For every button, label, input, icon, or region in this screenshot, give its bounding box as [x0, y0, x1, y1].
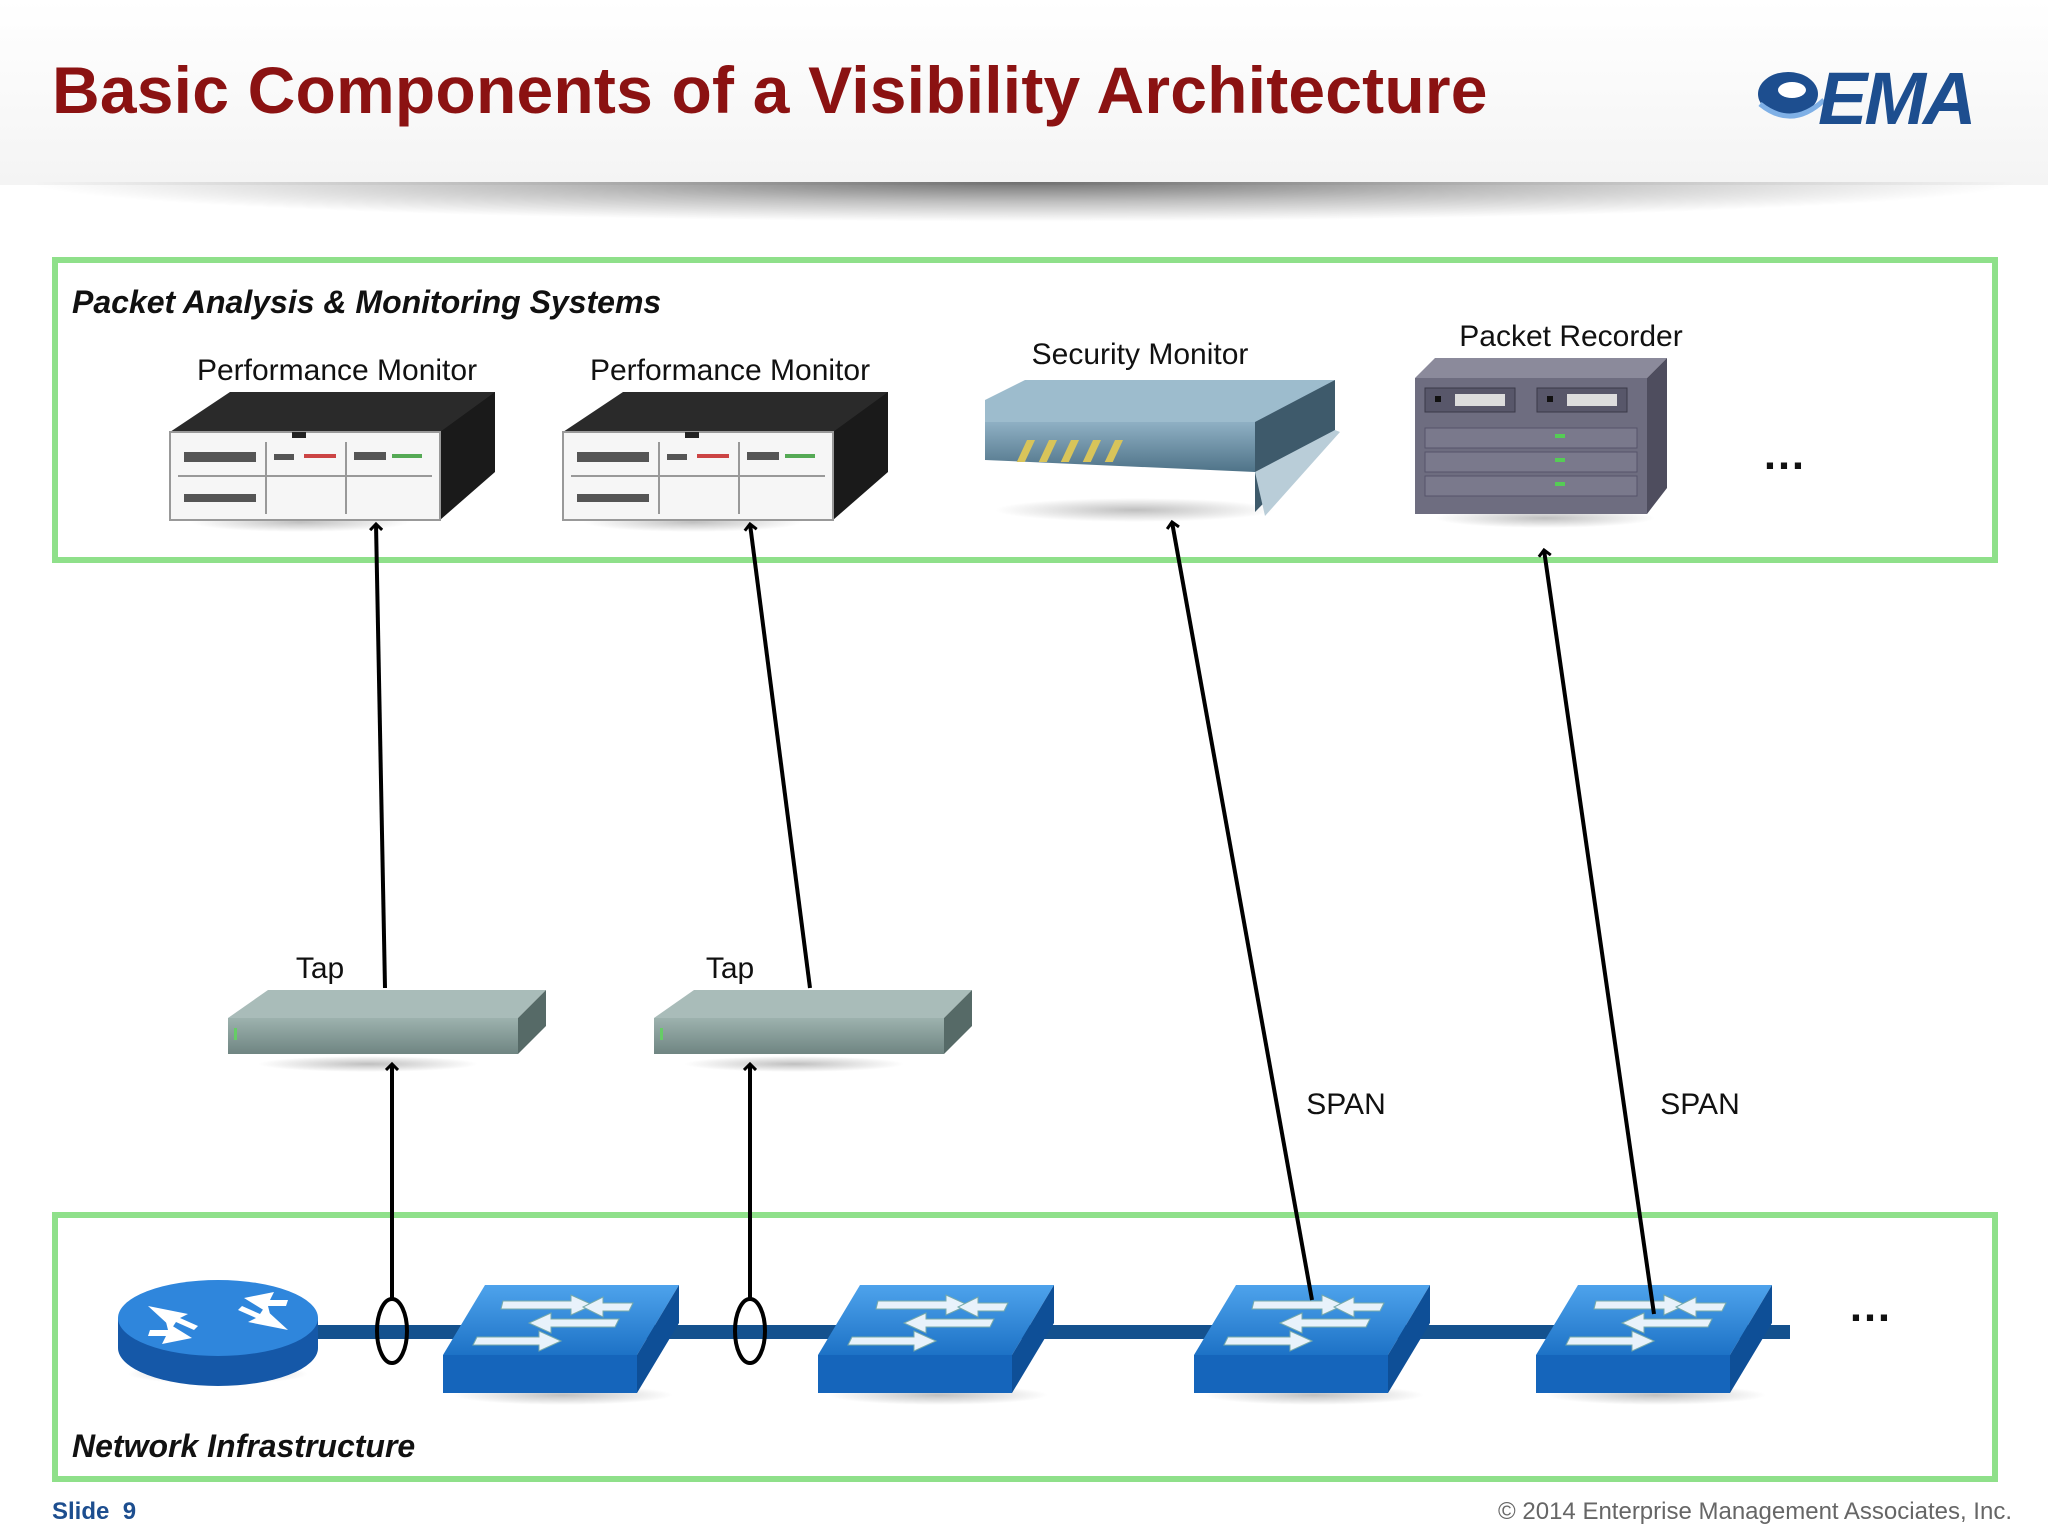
switch-4-icon — [1536, 1285, 1772, 1405]
slide-title: Basic Components of a Visibility Archite… — [52, 53, 1488, 127]
switch-2-icon — [818, 1285, 1054, 1405]
router-icon — [118, 1280, 318, 1386]
device-label-performance-monitor-2: Performance Monitor — [589, 354, 871, 387]
ema-logo: EMA — [1752, 54, 2004, 144]
slide-number: Slide 9 — [52, 1498, 136, 1526]
logo-text: EMA — [1818, 57, 1976, 140]
tap-label-2: Tap — [705, 952, 755, 985]
network-group-label: Network Infrastructure — [72, 1428, 416, 1464]
arrow-tap-1-to-performance-monitor-1 — [376, 524, 387, 989]
ema-swoosh-icon — [1758, 72, 1826, 119]
device-label-packet-recorder: Packet Recorder — [1459, 320, 1683, 353]
header-band — [0, 0, 2048, 185]
copyright-notice: © 2014 Enterprise Management Associates,… — [1498, 1498, 2012, 1525]
switch-3-icon — [1194, 1285, 1430, 1405]
slide-number-value: 9 — [122, 1498, 137, 1525]
span-label-1: SPAN — [1306, 1088, 1386, 1121]
span-label-2: SPAN — [1660, 1088, 1740, 1121]
more-monitoring-systems: … — [1762, 430, 1810, 479]
device-label-security-monitor: Security Monitor — [1031, 338, 1249, 371]
network-infrastructure-group — [52, 1212, 1998, 1482]
more-network-devices: … — [1848, 1282, 1896, 1331]
header-shadow — [20, 182, 2028, 222]
device-label-performance-monitor-1: Performance Monitor — [196, 354, 478, 387]
switch-1-icon — [443, 1285, 679, 1405]
packet-recorder-icon — [1415, 358, 1667, 528]
tap-2-icon — [654, 990, 972, 1072]
slide-label: Slide — [52, 1498, 110, 1525]
monitoring-systems-group — [52, 257, 1998, 563]
security-monitor-icon — [985, 380, 1340, 522]
monitoring-group-label: Packet Analysis & Monitoring Systems — [72, 284, 662, 320]
tap-label-1: Tap — [295, 952, 345, 985]
performance-monitor-1-icon — [169, 392, 495, 532]
arrow-span-2-to-packet-recorder — [1544, 550, 1656, 1315]
arrow-tap-2-to-performance-monitor-2 — [750, 524, 812, 989]
tap-1-icon — [228, 990, 546, 1072]
performance-monitor-2-icon — [562, 392, 888, 532]
arrow-span-1-to-security-monitor — [1172, 522, 1314, 1301]
